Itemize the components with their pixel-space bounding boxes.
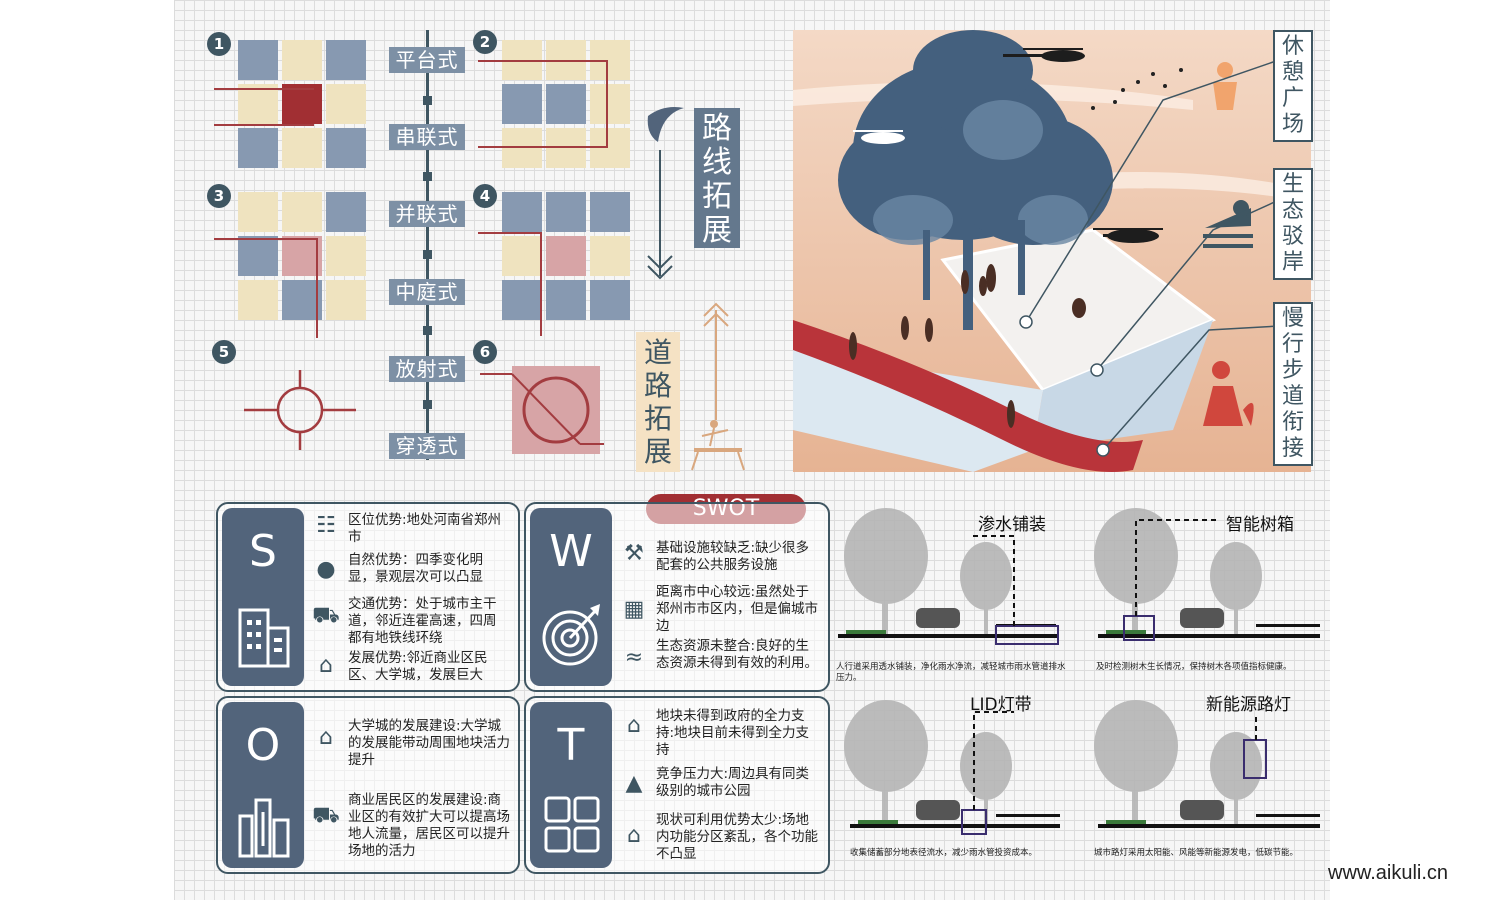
swot-t-card: T ⌂ 地块未得到政府的全力支持:地块目前未得到全力支持 ▲ 竞争压力大:周边具… xyxy=(524,696,830,874)
label-eco-revetment: 生态驳岸 xyxy=(1273,168,1313,280)
route-expand-text: 路线拓展 xyxy=(702,111,732,248)
water-icon: ≈ xyxy=(624,645,644,670)
grid-squares-icon xyxy=(544,796,600,853)
road-expand-text: 道路拓展 xyxy=(643,336,672,468)
s-item-2: 自然优势：四季变化明显，景观层次可以凸显 xyxy=(348,552,483,585)
w-item-1: 基础设施较缺乏:缺少很多配套的公共服务设施 xyxy=(656,540,810,573)
radial-diagram-5 xyxy=(244,370,356,450)
route-label-series: 串联式 xyxy=(389,124,465,150)
diagram-number-6: 6 xyxy=(473,340,497,364)
swot-s-card: S ☷ 区位优势:地处河南省郑州市 ● 自然优势：四季变化明显，景观层次可以凸显… xyxy=(216,502,520,692)
detail-title-smart-treebox: 智能树箱 xyxy=(1226,515,1294,535)
watermark: www.aikuli.cn xyxy=(1328,862,1449,884)
road-expand-box: 道路拓展 xyxy=(636,332,680,472)
tools-icon: ⚒ xyxy=(624,541,644,566)
route-label-atrium: 中庭式 xyxy=(389,279,465,305)
detail-caption-permeable: 人行道采用透水铺装，净化雨水净流，减轻城市雨水管道排水压力。 xyxy=(836,662,1066,683)
school-icon: ⌂ xyxy=(319,725,333,750)
detail-sections-drawing xyxy=(838,508,1320,835)
t-item-1: 地块未得到政府的全力支持:地块目前未得到全力支持 xyxy=(656,708,810,758)
t-item-2: 竞争压力大:周边具有同类级别的城市公园 xyxy=(656,766,810,799)
route-label-radial: 放射式 xyxy=(389,356,465,382)
penetrate-diagram-6 xyxy=(480,366,604,454)
t-item-3: 现状可利用优势太少:场地内功能分区紊乱，各个功能不凸显 xyxy=(656,812,818,862)
chart-icon: ▲ xyxy=(625,771,643,796)
globe-icon: ● xyxy=(316,557,336,582)
plaza-scene-illustration xyxy=(793,30,1311,472)
spine-node xyxy=(423,250,432,259)
detail-title-permeable: 渗水铺装 xyxy=(978,515,1046,535)
t-letter: T xyxy=(557,720,585,771)
s-item-4: 发展优势:邻近商业区民区、大学城，发展巨大 xyxy=(348,650,488,683)
diagram-number-1: 1 xyxy=(207,32,231,56)
diagram-number-3: 3 xyxy=(207,184,231,208)
route-expand-box: 路线拓展 xyxy=(694,108,740,248)
w-item-2: 距离市中心较远:虽然处于郑州市市区内，但是偏城市边 xyxy=(656,584,818,634)
diagram-number-4: 4 xyxy=(473,184,497,208)
label-slow-walk: 慢行步道衔接 xyxy=(1273,302,1313,466)
building-icon: ▦ xyxy=(623,597,645,622)
diagram-number-5: 5 xyxy=(212,340,236,364)
w-item-3: 生态资源未整合:良好的生态资源未得到有效的利用。 xyxy=(656,638,818,671)
detail-title-new-energy-lamp: 新能源路灯 xyxy=(1206,695,1291,715)
train-icon: ⛟ xyxy=(312,603,340,628)
swot-o-card: O ⌂ 大学城的发展建设:大学城的发展能带动周围地块活力提升 ⛟ 商业居民区的发… xyxy=(216,696,520,874)
spine-node xyxy=(423,172,432,181)
swot-w-card: W ⚒ 基础设施较缺乏:缺少很多配套的公共服务设施 ▦ 距离市中心较远:虽然处于… xyxy=(524,502,830,692)
route-label-platform: 平台式 xyxy=(389,47,465,73)
city-building-icon xyxy=(238,798,290,858)
house-icon: ⌂ xyxy=(319,653,333,678)
s-panel: S xyxy=(222,508,304,686)
target-icon xyxy=(542,604,600,666)
o-letter: O xyxy=(245,720,281,771)
detail-caption-lid-lightbelt: 收集储蓄部分地表径流水，减少雨水管投资成本。 xyxy=(850,848,1038,858)
route-label-penetrate: 穿透式 xyxy=(389,433,465,459)
diagram-number-2: 2 xyxy=(473,30,497,54)
t-panel: T xyxy=(530,702,612,868)
o-item-2: 商业居民区的发展建设:商业区的有效扩大可以提高场地人流量，居民区可以提升场地的活… xyxy=(348,792,510,859)
spine-node xyxy=(423,326,432,335)
route-label-parallel: 并联式 xyxy=(389,201,465,227)
road-arrow-icon xyxy=(691,302,745,471)
spine-node xyxy=(423,400,432,409)
s-letter: S xyxy=(249,526,277,577)
house-icon: ⌂ xyxy=(627,823,641,848)
bank-icon: ⌂ xyxy=(627,713,641,738)
train-icon: ⛟ xyxy=(312,803,340,828)
map-icon: ☷ xyxy=(316,513,336,538)
detail-caption-new-energy-lamp: 城市路灯采用太阳能、风能等新能源发电，低碳节能。 xyxy=(1094,848,1299,858)
spine-node xyxy=(423,96,432,105)
w-letter: W xyxy=(549,526,593,577)
detail-caption-smart-treebox: 及时检测树木生长情况，保持树木各项值指标健康。 xyxy=(1096,662,1292,672)
s-item-1: 区位优势:地处河南省郑州市 xyxy=(348,512,502,545)
s-item-3: 交通优势：处于城市主干道，邻近连霍高速，四周都有地铁线环绕 xyxy=(348,596,497,646)
o-panel: O xyxy=(222,702,304,868)
label-rest-plaza: 休憩广场 xyxy=(1273,30,1313,142)
w-panel: W xyxy=(530,508,612,686)
o-item-1: 大学城的发展建设:大学城的发展能带动周围地块活力提升 xyxy=(348,718,510,768)
route-spine xyxy=(426,30,429,460)
office-building-icon xyxy=(238,608,290,668)
route-arrow-icon xyxy=(647,107,684,280)
detail-title-lid-lightbelt: LID灯带 xyxy=(970,695,1032,715)
